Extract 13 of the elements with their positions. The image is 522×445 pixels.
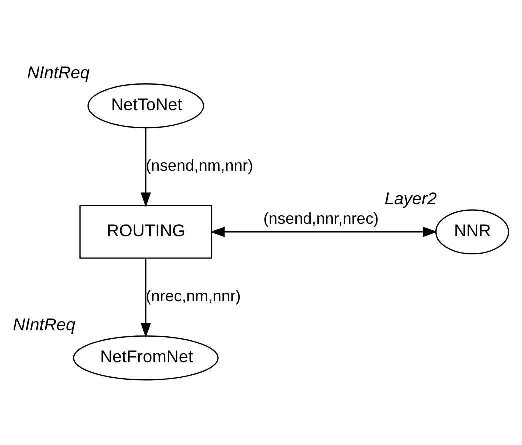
node-box: ROUTING (80, 204, 212, 258)
node-label: NIntReq (27, 62, 90, 82)
node-label: NIntReq (13, 314, 76, 334)
node-ellipse: NetToNet (88, 83, 204, 128)
arrow (210, 226, 438, 237)
edge-label: (nsend,nnr,nrec) (264, 210, 379, 228)
edge-label: (nrec,nm,nnr) (146, 288, 242, 305)
node-ellipse: NNR (436, 209, 510, 254)
edge-label: (nsend,nm,nnr) (146, 158, 254, 175)
node-ellipse: NetFromNet (73, 335, 219, 380)
node-label: Layer2 (384, 188, 438, 208)
arrow (140, 258, 152, 338)
arrow (140, 128, 152, 207)
